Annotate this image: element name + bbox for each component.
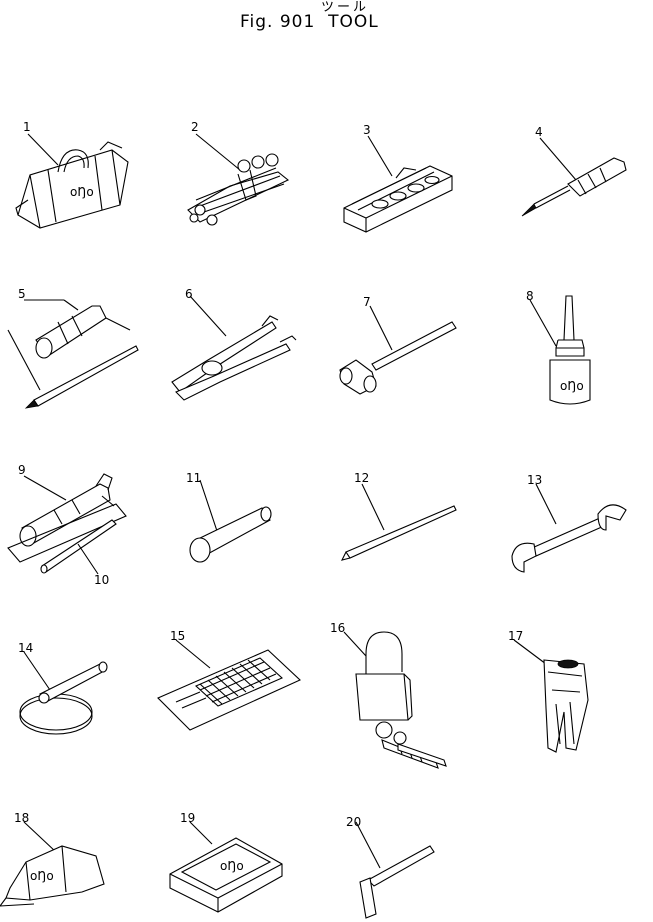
oil-can-illustration: oŊo — [529, 295, 591, 405]
callout-3: 3 — [363, 123, 371, 137]
svg-text:oŊo: oŊo — [30, 869, 54, 883]
pipe-illustration — [189, 479, 272, 563]
wrench-set-illustration — [187, 133, 290, 226]
figure-title: Fig. 901 TOOL — [240, 12, 379, 32]
pliers-illustration — [171, 295, 297, 401]
callout-11: 11 — [186, 471, 201, 485]
callout-5: 5 — [18, 287, 26, 301]
japanese-title: ツール — [320, 0, 369, 15]
callout-1: 1 — [23, 120, 31, 134]
screwdriver-illustration — [521, 137, 627, 217]
open-end-wrench-illustration — [511, 483, 627, 573]
tool-holder-illustration — [513, 639, 589, 753]
hammer-illustration — [339, 305, 457, 395]
tool-bag-illustration: oŊo — [15, 133, 129, 229]
callout-12: 12 — [354, 471, 369, 485]
callout-4: 4 — [535, 125, 543, 139]
screwdriver-handle-and-bit-illustration — [7, 299, 139, 409]
socket-case-illustration — [343, 135, 453, 233]
filter-wrench-illustration — [19, 651, 108, 735]
callout-6: 6 — [185, 287, 193, 301]
callout-18: 18 — [14, 811, 29, 825]
svg-text:oŊo: oŊo — [70, 185, 94, 199]
callout-7: 7 — [363, 295, 371, 309]
callout-16: 16 — [330, 621, 345, 635]
callout-2: 2 — [191, 120, 199, 134]
hex-key-illustration — [355, 821, 435, 919]
svg-text:oŊo: oŊo — [560, 379, 584, 393]
callout-8: 8 — [526, 289, 534, 303]
callout-20: 20 — [346, 815, 361, 829]
pry-bar-illustration — [340, 483, 457, 561]
callout-13: 13 — [527, 473, 542, 487]
grease-gun-illustration — [7, 473, 127, 575]
callout-19: 19 — [180, 811, 195, 825]
padlock-illustration — [343, 631, 447, 769]
manual-sheet-illustration — [157, 639, 301, 731]
callout-15: 15 — [170, 629, 185, 643]
callout-10: 10 — [94, 573, 109, 587]
svg-text:oŊo: oŊo — [220, 859, 244, 873]
callout-9: 9 — [18, 463, 26, 477]
tool-case-illustration: oŊo — [169, 821, 283, 913]
cap-illustration: oŊo — [0, 821, 105, 907]
callout-14: 14 — [18, 641, 33, 655]
callout-17: 17 — [508, 629, 523, 643]
